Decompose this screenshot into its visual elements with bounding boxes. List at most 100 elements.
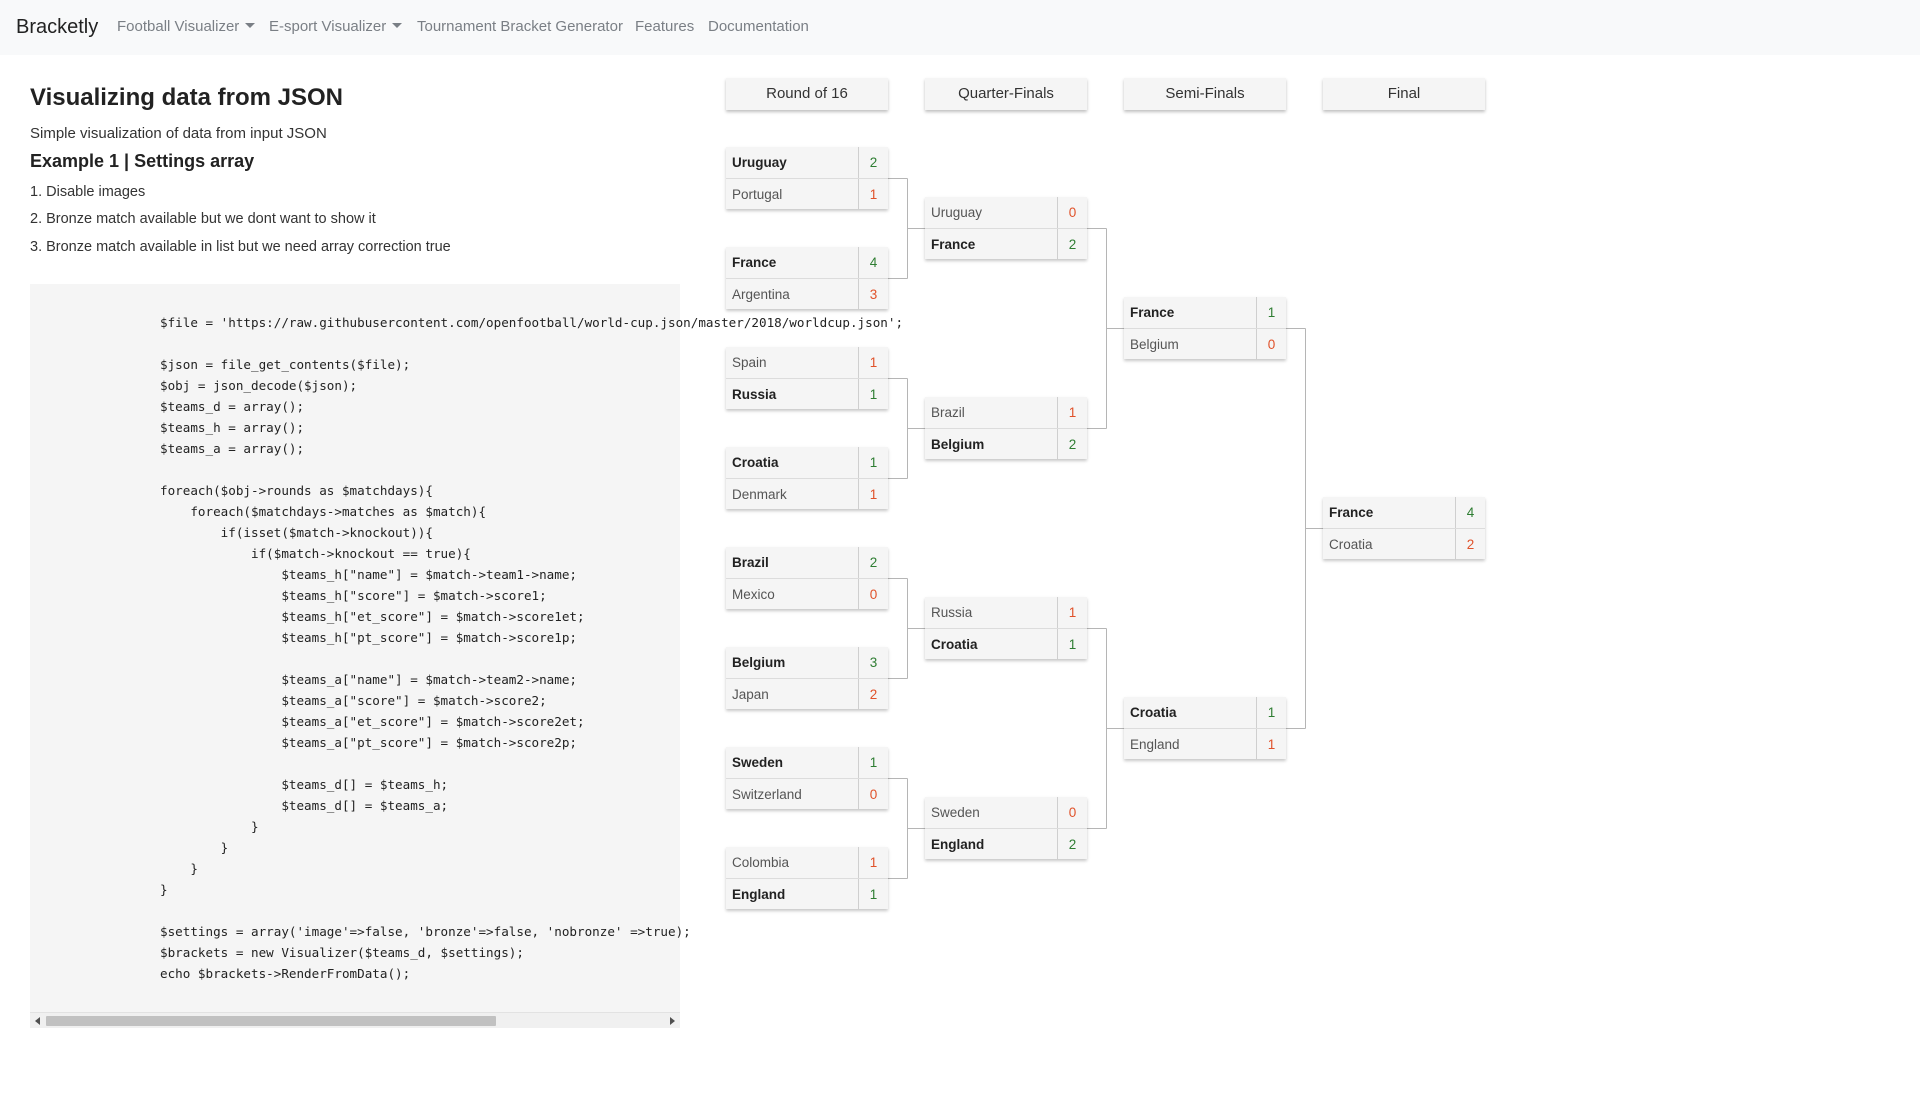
team-score: 1: [858, 479, 888, 510]
team-row: Brazil 1: [925, 397, 1087, 428]
team-score: 1: [1256, 729, 1286, 760]
team-score: 0: [858, 779, 888, 810]
round-header: Final: [1323, 78, 1485, 110]
team-score: 0: [1256, 329, 1286, 360]
team-name: Croatia: [931, 637, 978, 652]
team-name: Japan: [732, 687, 769, 702]
team-name: Colombia: [732, 855, 790, 870]
team-name: Brazil: [931, 405, 965, 420]
team-score: 1: [858, 379, 888, 410]
team-name: France: [732, 255, 777, 270]
nav-tournament-bracket-generator[interactable]: Tournament Bracket Generator: [417, 18, 623, 35]
nav-item-label: E-sport Visualizer: [269, 18, 387, 35]
team-name: Brazil: [732, 555, 769, 570]
team-row: Switzerland 0: [726, 778, 888, 810]
team-row: Argentina 3: [726, 278, 888, 310]
page-subtitle: Simple visualization of data from input …: [30, 125, 327, 142]
team-row: Russia 1: [726, 378, 888, 410]
team-score: 0: [1057, 197, 1087, 228]
team-row: Brazil 2: [726, 547, 888, 578]
team-score: 3: [858, 647, 888, 678]
team-score: 2: [858, 679, 888, 710]
team-name: Croatia: [732, 455, 779, 470]
team-score: 1: [858, 347, 888, 378]
team-score: 0: [858, 579, 888, 610]
team-name: Portugal: [732, 187, 783, 202]
team-name: Russia: [732, 387, 777, 402]
team-score: 1: [1057, 597, 1087, 628]
scroll-right-arrow-icon[interactable]: [670, 1017, 675, 1025]
team-score: 2: [1057, 429, 1087, 460]
scrollbar-thumb[interactable]: [46, 1016, 496, 1026]
team-score: 1: [1256, 297, 1286, 328]
team-row: France 4: [1323, 497, 1485, 528]
team-name: Sweden: [931, 805, 980, 820]
team-score: 1: [858, 447, 888, 478]
team-score: 3: [858, 279, 888, 310]
nav-documentation[interactable]: Documentation: [708, 18, 809, 35]
team-name: Spain: [732, 355, 767, 370]
team-score: 2: [858, 547, 888, 578]
code-block[interactable]: $file = 'https://raw.githubusercontent.c…: [30, 284, 903, 1028]
note-bronze-hidden: 2. Bronze match available but we dont wa…: [30, 211, 376, 227]
caret-down-icon: [392, 22, 403, 28]
brand-logo[interactable]: Bracketly: [16, 16, 99, 38]
round-header: Round of 16: [726, 78, 888, 110]
horizontal-scrollbar[interactable]: [30, 1012, 680, 1028]
team-row: Uruguay 0: [925, 197, 1087, 228]
team-name: England: [931, 837, 985, 852]
scroll-left-arrow-icon[interactable]: [35, 1017, 40, 1025]
team-score: 4: [1455, 497, 1485, 528]
note-array-correction: 3. Bronze match available in list but we…: [30, 239, 451, 255]
team-name: Belgium: [931, 437, 985, 452]
team-score: 1: [1057, 397, 1087, 428]
page-title: Visualizing data from JSON: [30, 84, 343, 111]
nav-features[interactable]: Features: [635, 18, 695, 35]
code-text: $file = 'https://raw.githubusercontent.c…: [160, 315, 904, 981]
team-name: Argentina: [732, 287, 790, 302]
team-score: 4: [858, 247, 888, 278]
nav-esport-visualizer[interactable]: E-sport Visualizer: [269, 18, 403, 35]
example-title: Example 1 | Settings array: [30, 151, 255, 171]
nav-football-visualizer[interactable]: Football Visualizer: [117, 18, 256, 35]
caret-down-icon: [245, 22, 256, 28]
team-row: Belgium 2: [925, 428, 1087, 460]
team-name: Uruguay: [931, 205, 983, 220]
team-name: Croatia: [1130, 705, 1177, 720]
team-name: Switzerland: [732, 787, 802, 802]
team-row: Croatia 1: [726, 447, 888, 478]
team-row: France 4: [726, 247, 888, 278]
team-score: 1: [858, 847, 888, 878]
team-name: France: [1329, 505, 1374, 520]
team-score: 2: [1455, 529, 1485, 560]
team-name: Sweden: [732, 755, 784, 770]
team-name: England: [1130, 737, 1180, 752]
